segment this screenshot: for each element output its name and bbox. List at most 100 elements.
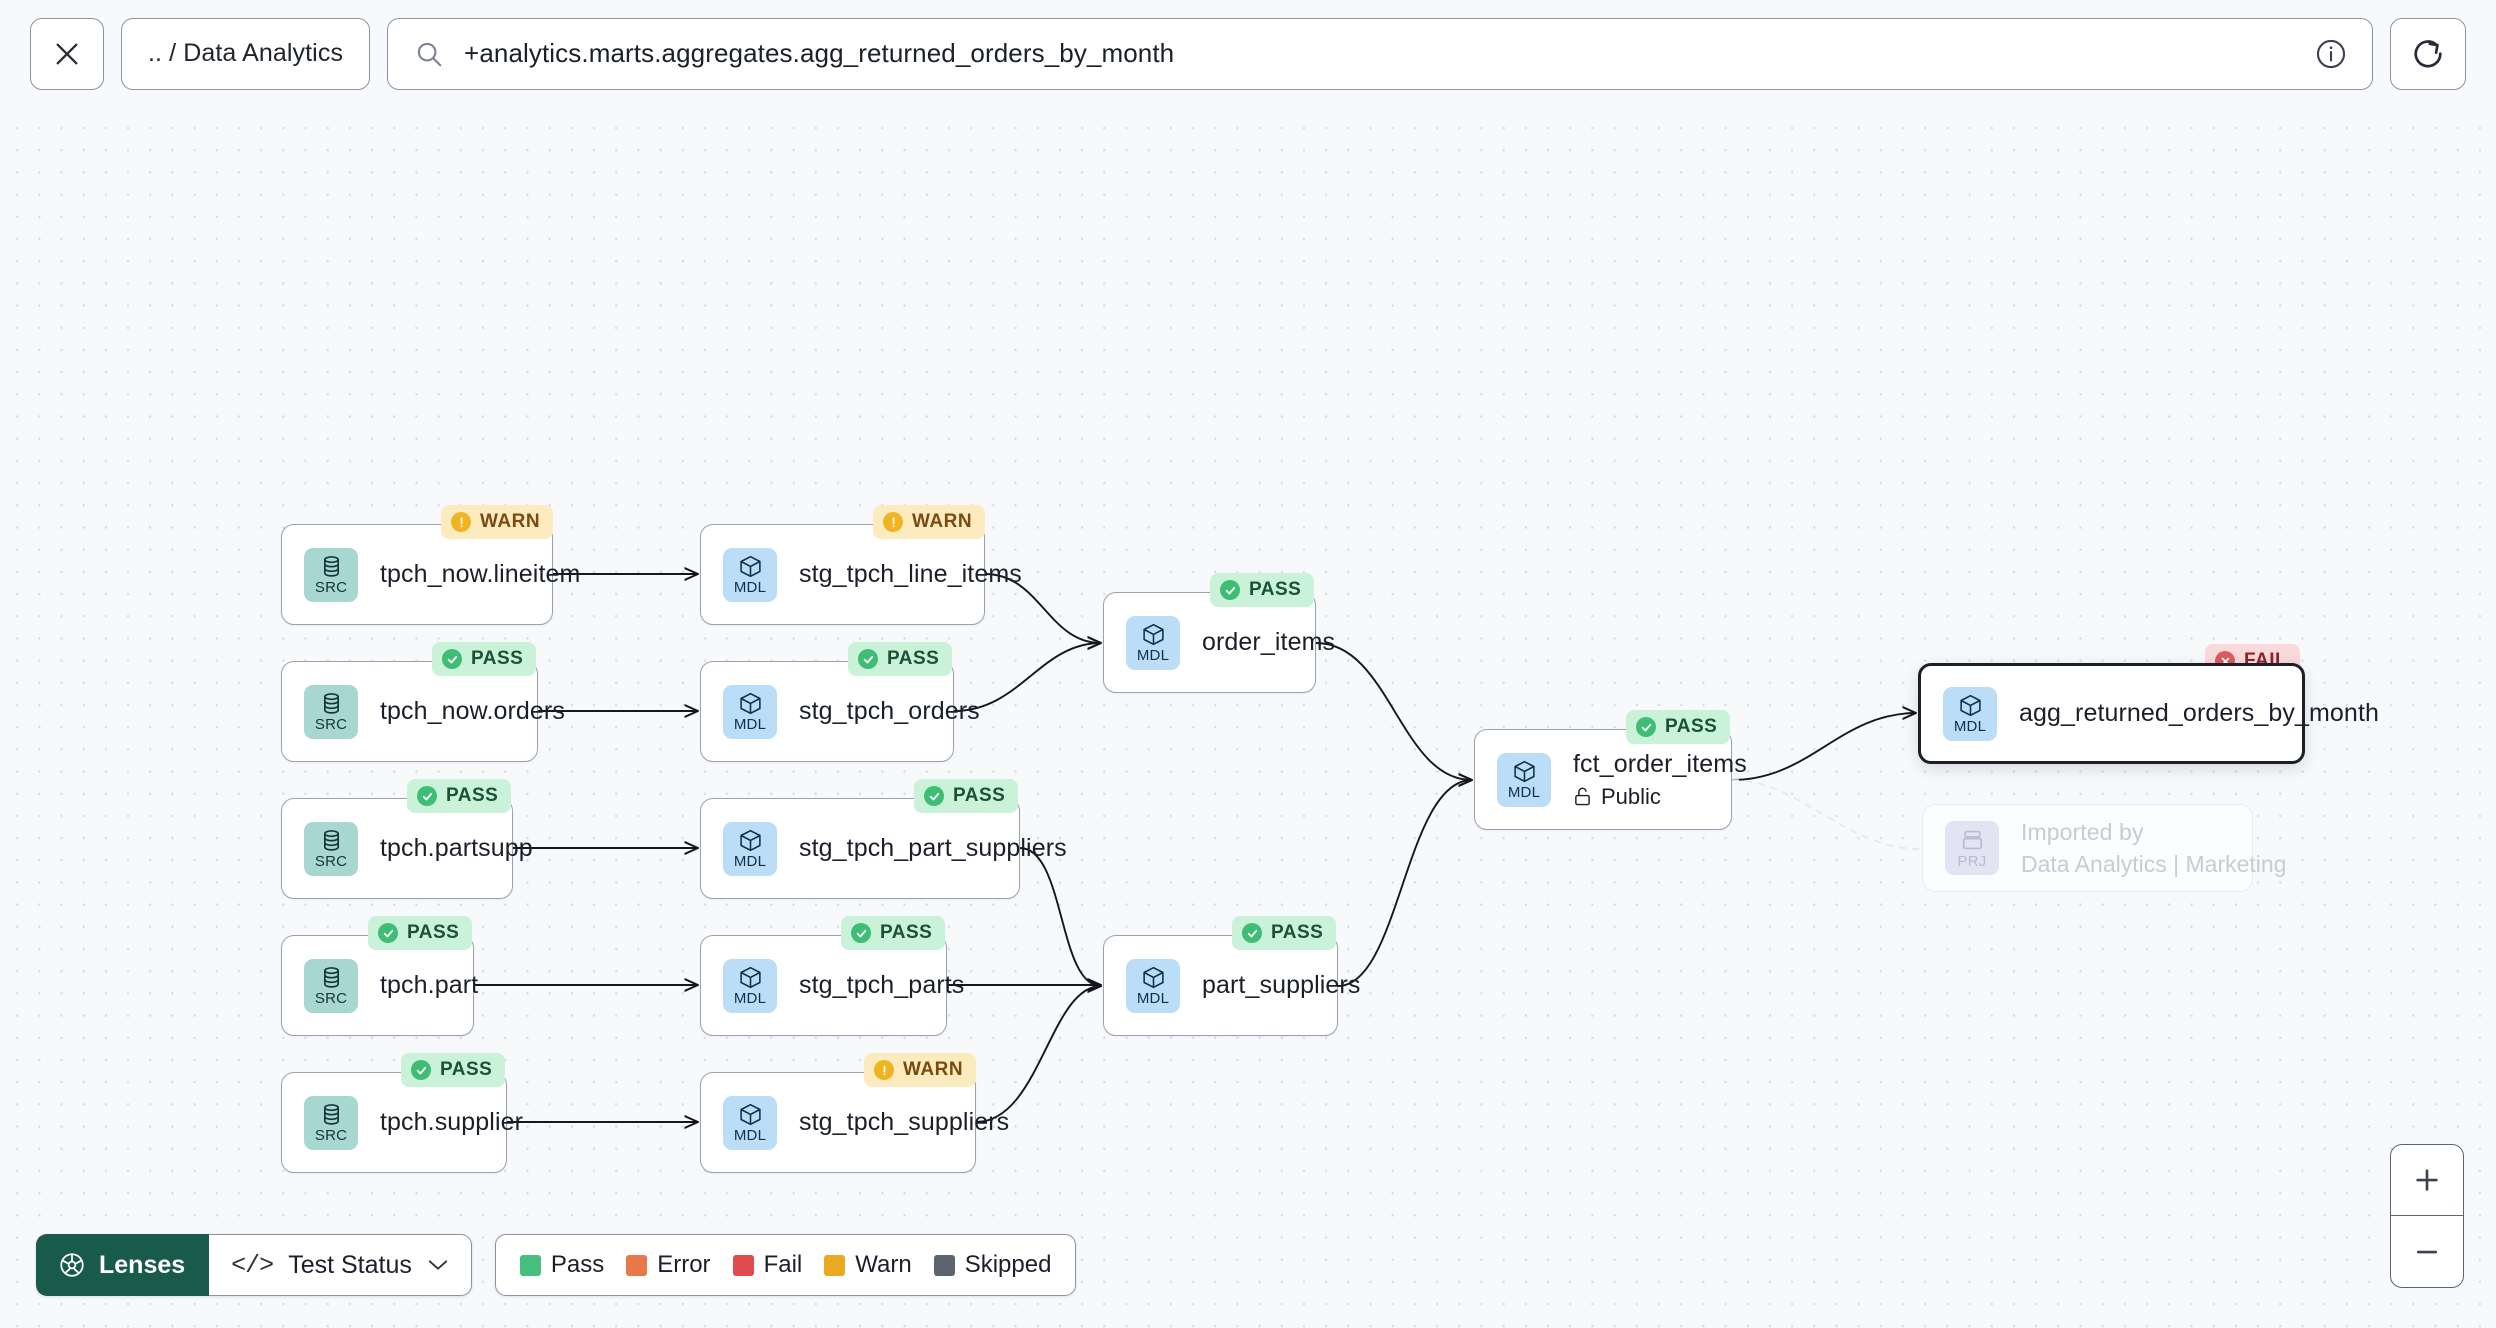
legend-item-skipped[interactable]: Skipped — [933, 1251, 1051, 1279]
status-dot — [378, 923, 398, 943]
node-title: stg_tpch_orders — [799, 697, 980, 725]
close-button[interactable] — [30, 17, 104, 90]
node-title: tpch_now.lineitem — [380, 560, 581, 588]
node-kind-label: PRJ — [1957, 852, 1987, 870]
zoom-in-button[interactable] — [2391, 1145, 2463, 1216]
node-title: stg_tpch_part_suppliers — [799, 834, 1067, 862]
node-body: stg_tpch_suppliers — [799, 1108, 1009, 1137]
refresh-button[interactable] — [2390, 17, 2466, 90]
check-icon — [929, 792, 939, 800]
node-body: tpch.supplier — [380, 1108, 523, 1137]
status-dot — [883, 512, 903, 532]
status-label: WARN — [912, 511, 973, 532]
zoom-out-button[interactable] — [2391, 1216, 2463, 1287]
graph-node-order_items[interactable]: MDL order_items — [1103, 592, 1335, 693]
legend-item-warn[interactable]: Warn — [824, 1251, 912, 1279]
node-body: tpch.partsupp — [380, 834, 533, 863]
check-icon — [416, 1066, 426, 1074]
check-icon — [383, 929, 393, 937]
node-kind-badge-prj: PRJ — [1945, 821, 1999, 875]
graph-node-tpch_partsupp[interactable]: SRC tpch.partsupp — [281, 798, 533, 899]
status-dot — [924, 786, 944, 806]
status-label: PASS — [407, 922, 460, 943]
status-badge-pass[interactable]: PASS — [407, 779, 512, 813]
node-title: agg_returned_orders_by_month — [2019, 699, 2379, 727]
exclamation-icon — [883, 1065, 885, 1075]
status-badge-warn[interactable]: WARN — [864, 1053, 977, 1087]
status-badge-pass[interactable]: PASS — [1626, 710, 1731, 744]
status-badge-pass[interactable]: PASS — [914, 779, 1019, 813]
check-icon — [863, 655, 873, 663]
legend-label: Fail — [763, 1251, 803, 1278]
status-badge-pass[interactable]: PASS — [841, 916, 946, 950]
database-icon — [323, 693, 339, 714]
status-badge-warn[interactable]: WARN — [873, 505, 986, 539]
check-icon — [856, 929, 866, 937]
breadcrumb: .. / Data Analytics — [148, 39, 344, 67]
cube-icon — [1142, 623, 1164, 646]
node-kind-badge-src: SRC — [304, 821, 358, 876]
status-label: PASS — [446, 785, 499, 806]
node-title: tpch_now.orders — [380, 697, 565, 725]
status-label: WARN — [903, 1059, 964, 1080]
graph-node-tpch_supplier[interactable]: SRC tpch.supplier — [281, 1072, 523, 1173]
unlock-icon — [1575, 787, 1590, 806]
node-body: tpch.part — [380, 971, 478, 1000]
status-label: PASS — [887, 648, 940, 669]
status-dot — [1220, 580, 1240, 600]
node-body: stg_tpch_line_items — [799, 560, 1022, 589]
breadcrumb-button[interactable]: .. / Data Analytics — [121, 17, 371, 90]
exclamation-icon — [892, 517, 894, 527]
legend-item-fail[interactable]: Fail — [732, 1251, 803, 1279]
node-kind-badge-mdl: MDL — [1497, 752, 1551, 807]
legend-label: Pass — [550, 1251, 605, 1278]
status-badge-pass[interactable]: PASS — [1232, 916, 1337, 950]
legend-item-pass[interactable]: Pass — [519, 1251, 605, 1279]
check-icon — [422, 792, 432, 800]
search-input[interactable]: +analytics.marts.aggregates.agg_returned… — [387, 17, 2373, 90]
lineage-edges — [474, 107, 1921, 1328]
cube-icon — [739, 555, 761, 578]
info-icon[interactable] — [2314, 37, 2348, 71]
status-label: PASS — [471, 648, 524, 669]
status-badge-pass[interactable]: PASS — [848, 642, 953, 676]
node-body: stg_tpch_part_suppliers — [799, 834, 1067, 863]
node-title: order_items — [1202, 628, 1336, 656]
status-badge-warn[interactable]: WARN — [441, 505, 554, 539]
legend-swatch — [626, 1254, 648, 1276]
legend-swatch — [519, 1254, 541, 1276]
lenses-label: Lenses — [99, 1250, 186, 1279]
node-kind-badge-src: SRC — [304, 1095, 358, 1150]
node-body: stg_tpch_parts — [799, 971, 964, 1000]
status-badge-pass[interactable]: PASS — [401, 1053, 506, 1087]
status-dot — [1636, 717, 1656, 737]
lenses-button[interactable]: Lenses — [36, 1234, 210, 1296]
status-badge-pass[interactable]: PASS — [1210, 573, 1315, 607]
cube-icon — [739, 966, 761, 989]
test-status-dropdown[interactable]: </> Test Status — [209, 1234, 472, 1296]
status-badge-pass[interactable]: PASS — [432, 642, 537, 676]
status-dot — [417, 786, 437, 806]
status-badge-pass[interactable]: PASS — [368, 916, 473, 950]
database-icon — [323, 967, 339, 988]
node-kind-label: MDL — [1136, 647, 1170, 664]
legend-item-error[interactable]: Error — [626, 1251, 711, 1279]
status-dot — [874, 1060, 894, 1080]
x-icon — [2221, 657, 2229, 665]
node-title: Imported by — [2021, 818, 2144, 845]
minus-icon — [2416, 1250, 2438, 1253]
node-title: tpch.partsupp — [380, 834, 533, 862]
